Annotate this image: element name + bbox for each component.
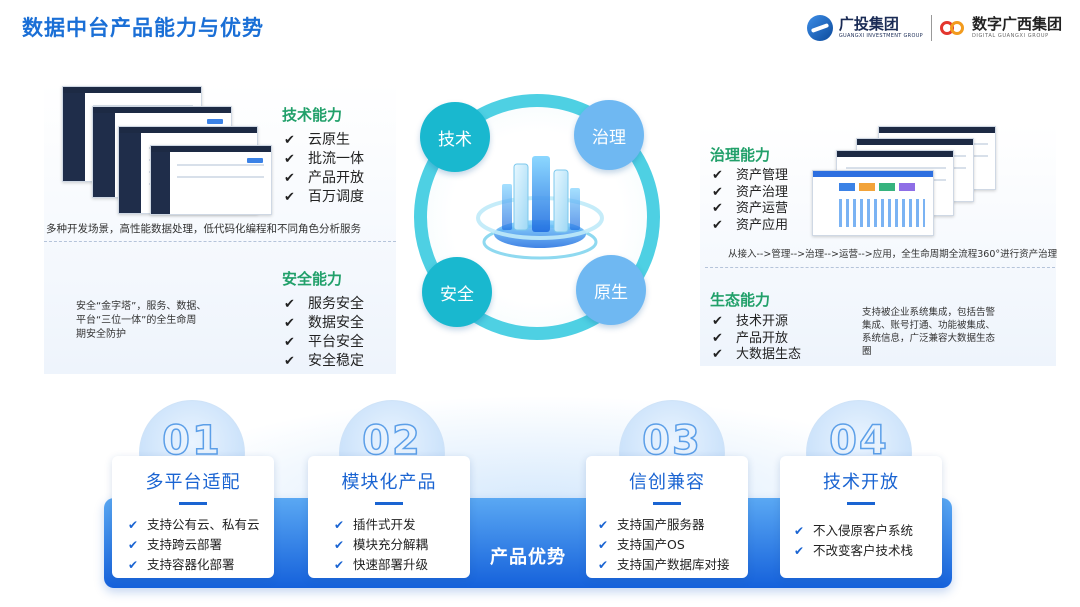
- left-divider: [44, 241, 396, 242]
- check-icon: ✔: [712, 314, 723, 329]
- list-item: ✔不入侵原客户系统: [794, 521, 942, 541]
- list-item: ✔资产管理: [712, 168, 789, 183]
- list-item: ✔模块充分解耦: [334, 535, 470, 555]
- security-description: 安全“金字塔”，服务、数据、 平台“三位一体”的全生命周 期安全防护: [76, 301, 207, 340]
- list-item: ✔百万调度: [284, 189, 364, 205]
- governance-capability-title: 治理能力: [710, 146, 771, 164]
- gov-dashboard-screenshot: [812, 170, 934, 236]
- list-item: ✔不改变客户技术栈: [794, 541, 942, 561]
- list-item: ✔快速部署升级: [334, 555, 470, 575]
- check-icon: ✔: [712, 184, 723, 200]
- check-icon: ✔: [128, 558, 139, 572]
- advantage-card-xinchuang: 信创兼容 ✔支持国产服务器 ✔支持国产OS ✔支持国产数据库对接: [586, 456, 748, 578]
- list-item: ✔服务安全: [284, 296, 364, 312]
- list-item: ✔产品开放: [284, 170, 364, 186]
- node-governance: 治理: [574, 100, 644, 170]
- list-item: ✔支持公有云、私有云: [128, 515, 274, 535]
- tech-capability-title: 技术能力: [282, 106, 343, 124]
- check-icon: ✔: [284, 335, 295, 350]
- governance-flow: 从接入-->管理-->治理-->运营-->应用，全生命周期全流程360°进行资产…: [728, 249, 1058, 260]
- tech-description: 多种开发场景，高性能数据处理，低代码化编程和不同角色分析服务: [46, 223, 361, 235]
- check-icon: ✔: [128, 538, 139, 552]
- logo2-name: 数字广西集团: [971, 15, 1062, 33]
- list-item: ✔产品开放: [712, 330, 789, 346]
- logo1-name: 广投集团: [838, 15, 899, 33]
- ecosystem-capability-list: ✔技术开源 ✔产品开放 ✔大数据生态: [712, 314, 801, 364]
- list-item: ✔云原生: [284, 132, 350, 148]
- check-icon: ✔: [794, 544, 805, 558]
- dev-screenshot-4: [150, 145, 272, 215]
- advantage-label: 产品优势: [490, 547, 566, 568]
- list-item: ✔安全稳定: [284, 353, 364, 369]
- check-icon: ✔: [712, 201, 723, 216]
- check-icon: ✔: [284, 316, 295, 331]
- check-icon: ✔: [128, 518, 139, 532]
- ecosystem-capability-title: 生态能力: [710, 291, 771, 309]
- guangtou-logo-icon: [806, 15, 833, 41]
- check-icon: ✔: [712, 168, 723, 183]
- list-item: ✔支持国产OS: [598, 535, 748, 555]
- check-icon: ✔: [284, 171, 295, 186]
- check-icon: ✔: [712, 217, 723, 233]
- card-title: 技术开放: [823, 472, 899, 493]
- tech-capability-list: ✔云原生 ✔批流一体 ✔产品开放 ✔百万调度: [284, 131, 364, 207]
- check-icon: ✔: [284, 133, 295, 148]
- list-item: ✔资产治理: [712, 184, 789, 200]
- security-capability-title: 安全能力: [282, 270, 343, 288]
- list-item: ✔资产运营: [712, 201, 789, 216]
- check-icon: ✔: [794, 524, 805, 538]
- logo-divider: [930, 15, 932, 41]
- list-item: ✔支持跨云部署: [128, 535, 274, 555]
- logo-area: 广投集团 GUANGXI INVESTMENT GROUP 数字广西集团 DIG…: [806, 12, 1062, 44]
- logo2-en: DIGITAL GUANGXI GROUP: [971, 33, 1049, 39]
- data-platform-core-icon: [476, 156, 604, 260]
- check-icon: ✔: [712, 330, 723, 346]
- ecosystem-description: 支持被企业系统集成，包括告警 集成、账号打通、功能被集成、 系统信息，广泛兼容大…: [862, 307, 996, 357]
- check-icon: ✔: [334, 538, 345, 552]
- check-icon: ✔: [334, 518, 345, 532]
- security-capability-list: ✔服务安全 ✔数据安全 ✔平台安全 ✔安全稳定: [284, 295, 364, 371]
- list-item: ✔资产应用: [712, 217, 789, 233]
- list-item: ✔批流一体: [284, 151, 364, 167]
- check-icon: ✔: [284, 190, 295, 205]
- check-icon: ✔: [284, 297, 295, 312]
- check-icon: ✔: [284, 354, 295, 369]
- card-title: 多平台适配: [145, 472, 241, 493]
- node-tech: 技术: [420, 102, 490, 172]
- list-item: ✔支持国产服务器: [598, 515, 748, 535]
- right-divider: [705, 267, 1055, 268]
- check-icon: ✔: [284, 152, 295, 167]
- check-icon: ✔: [598, 518, 609, 532]
- card-title: 信创兼容: [629, 472, 705, 493]
- check-icon: ✔: [712, 347, 723, 362]
- list-item: ✔数据安全: [284, 315, 364, 331]
- list-item: ✔大数据生态: [712, 347, 802, 362]
- card-title: 模块化产品: [341, 472, 437, 493]
- advantage-card-modular: 模块化产品 ✔插件式开发 ✔模块充分解耦 ✔快速部署升级: [308, 456, 470, 578]
- list-item: ✔支持国产数据库对接: [598, 555, 748, 575]
- list-item: ✔支持容器化部署: [128, 555, 274, 575]
- list-item: ✔插件式开发: [334, 515, 470, 535]
- list-item: ✔平台安全: [284, 334, 364, 350]
- advantage-card-open-tech: 技术开放 ✔不入侵原客户系统 ✔不改变客户技术栈: [780, 456, 942, 578]
- node-security: 安全: [422, 257, 492, 327]
- governance-capability-list: ✔资产管理 ✔资产治理 ✔资产运营 ✔资产应用: [712, 168, 788, 234]
- digital-guangxi-logo-icon: [939, 17, 966, 39]
- page-title: 数据中台产品能力与优势: [22, 16, 264, 40]
- logo1-en: GUANGXI INVESTMENT GROUP: [838, 33, 923, 39]
- list-item: ✔技术开源: [712, 314, 789, 329]
- node-native: 原生: [576, 255, 646, 325]
- check-icon: ✔: [598, 558, 609, 572]
- check-icon: ✔: [598, 538, 609, 552]
- check-icon: ✔: [334, 558, 345, 572]
- advantage-card-multi-platform: 多平台适配 ✔支持公有云、私有云 ✔支持跨云部署 ✔支持容器化部署: [112, 456, 274, 578]
